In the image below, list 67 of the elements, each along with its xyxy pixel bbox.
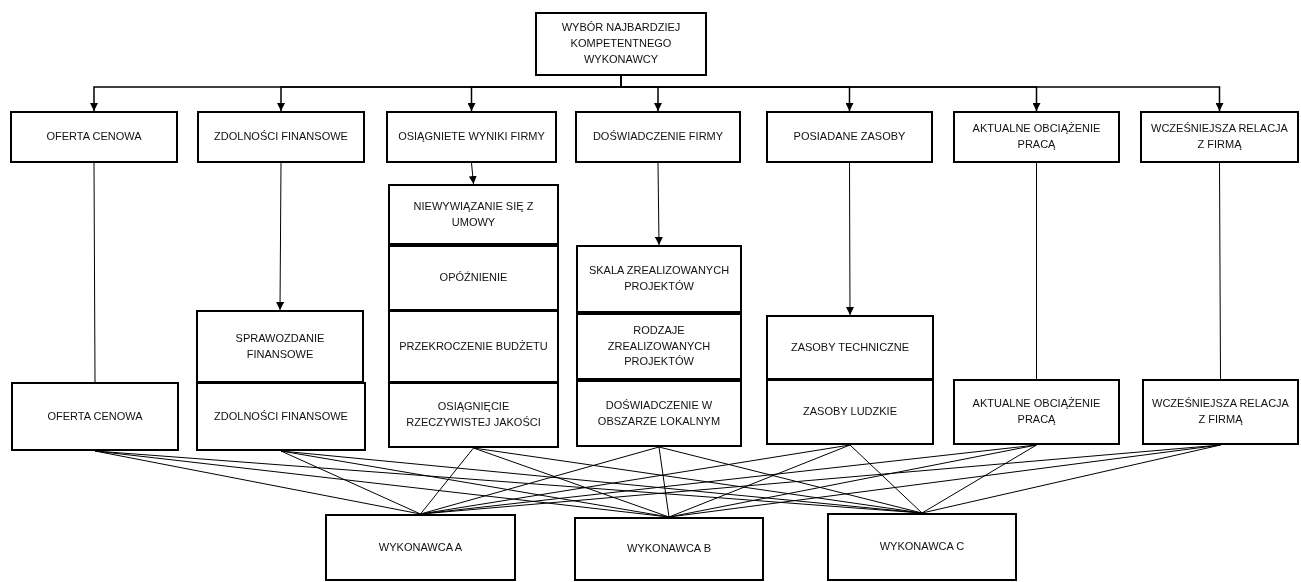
box-label: DOŚWIADCZENIE W OBSZARZE LOKALNYM (596, 397, 722, 429)
connector-line (658, 446, 923, 514)
arrow (468, 162, 477, 185)
connector-line (420, 446, 660, 515)
box-label: PRZEKROCZENIE BUDŻETU (399, 338, 548, 354)
box-label: WYKONAWCA B (627, 541, 711, 557)
arrow (845, 162, 854, 316)
box-label: OSIĄGNIETE WYNIKI FIRMY (398, 129, 545, 145)
criterion-box (325, 514, 516, 581)
criterion-box (388, 382, 559, 448)
box-label: ZASOBY TECHNICZNE (790, 339, 910, 355)
criterion-box (197, 111, 365, 163)
criterion-box (575, 111, 741, 163)
criterion-box (766, 379, 934, 445)
box-label: WCZEŚNIEJSZA RELACJA Z FIRMĄ (1150, 121, 1289, 152)
box-label: ZDOLNOŚCI FINANSOWE (214, 408, 348, 424)
criterion-box (388, 184, 559, 245)
criterion-box (827, 513, 1017, 581)
box-label: OPÓŹNIENIE (439, 270, 508, 286)
box-label: SPRAWOZDANIE FINANSOWE (234, 330, 326, 362)
connector-line (921, 444, 1221, 514)
arrow (276, 162, 285, 311)
criterion-box (953, 379, 1120, 445)
criterion-box (535, 12, 707, 76)
connector-line (473, 447, 670, 518)
criterion-box (11, 382, 179, 451)
connector-line (658, 446, 670, 518)
connector-line (1219, 162, 1221, 380)
box-label: OSIĄGNIĘCIE RZECZYWISTEJ JAKOŚCI (405, 399, 542, 430)
criterion-box (10, 111, 178, 163)
connector-line (93, 162, 96, 383)
box-label: RODZAJE ZREALIZOWANYCH PROJEKTÓW (606, 322, 712, 370)
box-label: DOŚWIADCZENIE FIRMY (592, 129, 724, 145)
connector-line (1036, 162, 1037, 380)
box-label: AKTUALNE OBCIĄŻENIE PRACĄ (971, 121, 1102, 152)
box-label: WYKONAWCA A (378, 539, 463, 555)
connector-line (921, 444, 1037, 514)
connector-line (280, 450, 421, 515)
arrow (654, 162, 663, 246)
criterion-box (388, 310, 559, 383)
criterion-box (953, 111, 1120, 163)
criterion-box (766, 315, 934, 380)
connector-line (668, 444, 851, 518)
box-label: WYBÓR NAJBARDZIEJ KOMPETENTNEGO WYKONAWCY (560, 20, 682, 67)
box-label: ZDOLNOŚCI FINANSOWE (214, 129, 348, 145)
box-label: WCZEŚNIEJSZA RELACJA Z FIRMĄ (1151, 396, 1290, 427)
connector-line (420, 447, 474, 515)
criterion-box (388, 245, 559, 311)
criterion-box (574, 517, 764, 581)
connector-line (849, 444, 923, 514)
criterion-box (576, 313, 742, 380)
criterion-box (766, 111, 933, 163)
box-label: WYKONAWCA C (879, 539, 965, 555)
criterion-box (386, 111, 557, 163)
box-label: NIEWYWIĄZANIE SIĘ Z UMOWY (412, 198, 535, 230)
box-label: SKALA ZREALIZOWANYCH PROJEKTÓW (587, 263, 731, 294)
box-label: OFERTA CENOWA (47, 408, 143, 424)
box-label: ZASOBY LUDZKIE (803, 404, 897, 420)
criterion-box (196, 382, 366, 451)
criterion-box (576, 245, 742, 313)
criterion-box (1142, 379, 1299, 445)
criterion-box (1140, 111, 1299, 163)
box-label: OFERTA CENOWA (46, 129, 142, 145)
criterion-box (196, 310, 364, 383)
criterion-box (576, 380, 742, 447)
box-label: POSIADANE ZASOBY (793, 129, 906, 145)
box-label: AKTUALNE OBCIĄŻENIE PRACĄ (971, 396, 1102, 427)
